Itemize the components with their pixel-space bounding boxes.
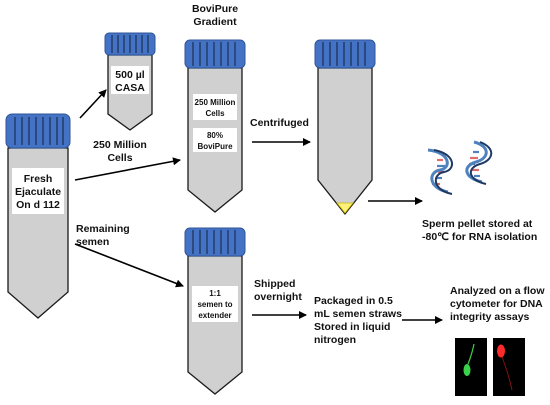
centrifuged-label: Centrifuged	[250, 117, 309, 129]
pellet-label-line2: -80℃ for RNA isolation	[422, 231, 537, 243]
casa-label-line2: CASA	[115, 82, 145, 94]
casa-tube: 500 µl CASA	[104, 32, 156, 131]
shipped-overnight-line2: overnight	[254, 291, 302, 303]
remaining-semen-line1: Remaining	[76, 223, 130, 235]
extender-tube-cap-ribs	[192, 230, 236, 254]
fresh-tube-cap-ribs	[14, 117, 64, 145]
rna-helix-right	[465, 140, 493, 185]
casa-tube-label-bg	[111, 66, 149, 94]
pellet-label-line1: Sperm pellet stored at	[422, 218, 533, 230]
arrow-fresh-to-casa	[79, 89, 107, 119]
gradient-bovipure-line2: BoviPure	[197, 142, 233, 151]
packaged-line1: Packaged in 0.5	[314, 295, 393, 307]
analyzed-line2: cytometer for DNA	[450, 298, 543, 310]
flow-cytometer-green-image	[455, 338, 487, 396]
gradient-tube: 250 Million Cells 80% BoviPure	[184, 39, 246, 213]
gradient-bovipure-layer	[193, 128, 237, 152]
flow-cytometer-red-image	[493, 338, 525, 396]
analyzed-line1: Analyzed on a flow	[450, 285, 545, 297]
extender-label-line1: 1:1	[209, 289, 221, 298]
fresh-tube-label-line3: On d 112	[16, 199, 60, 211]
extender-tube-label-bg	[192, 286, 238, 322]
gradient-cells-layer	[193, 94, 237, 120]
fresh-tube-label-bg	[12, 168, 64, 214]
remaining-semen-line2: semen	[76, 236, 109, 248]
packaged-line2: mL semen straws	[314, 308, 402, 320]
casa-label-line1: 500 µl	[115, 69, 144, 81]
extender-tube: 1:1 semen to extender	[184, 227, 246, 395]
casa-tube-cap-ribs	[111, 35, 149, 53]
packaged-line4: nitrogen	[314, 334, 356, 346]
million-cells-line1: 250 Million	[93, 139, 147, 151]
extender-label-line2: semen to	[197, 300, 232, 309]
arrow-fresh-to-gradient	[74, 157, 181, 181]
fresh-tube-label-line1: Fresh	[24, 173, 53, 185]
fresh-ejaculate-tube: Fresh Ejaculate On d 112	[5, 113, 71, 319]
gradient-title-line1: BoviPure	[192, 3, 238, 15]
centrifuged-tube	[314, 39, 376, 216]
gradient-bovipure-line1: 80%	[207, 131, 223, 140]
gradient-cells-line2: Cells	[205, 109, 225, 118]
sperm-pellet	[336, 202, 354, 214]
gradient-title-line2: Gradient	[193, 16, 237, 28]
arrow-fresh-to-extender	[74, 243, 184, 288]
shipped-overnight-line1: Shipped	[254, 278, 295, 290]
gradient-cells-line1: 250 Million	[195, 98, 236, 107]
centrifuged-tube-cap-ribs	[322, 42, 366, 66]
extender-label-line3: extender	[198, 311, 231, 320]
fresh-tube-label-line2: Ejaculate	[15, 186, 61, 198]
rna-helix-left	[427, 148, 453, 195]
gradient-tube-cap-ribs	[192, 42, 236, 66]
analyzed-line3: integrity assays	[450, 311, 530, 323]
million-cells-line2: Cells	[107, 152, 132, 164]
packaged-line3: Stored in liquid	[314, 321, 390, 333]
